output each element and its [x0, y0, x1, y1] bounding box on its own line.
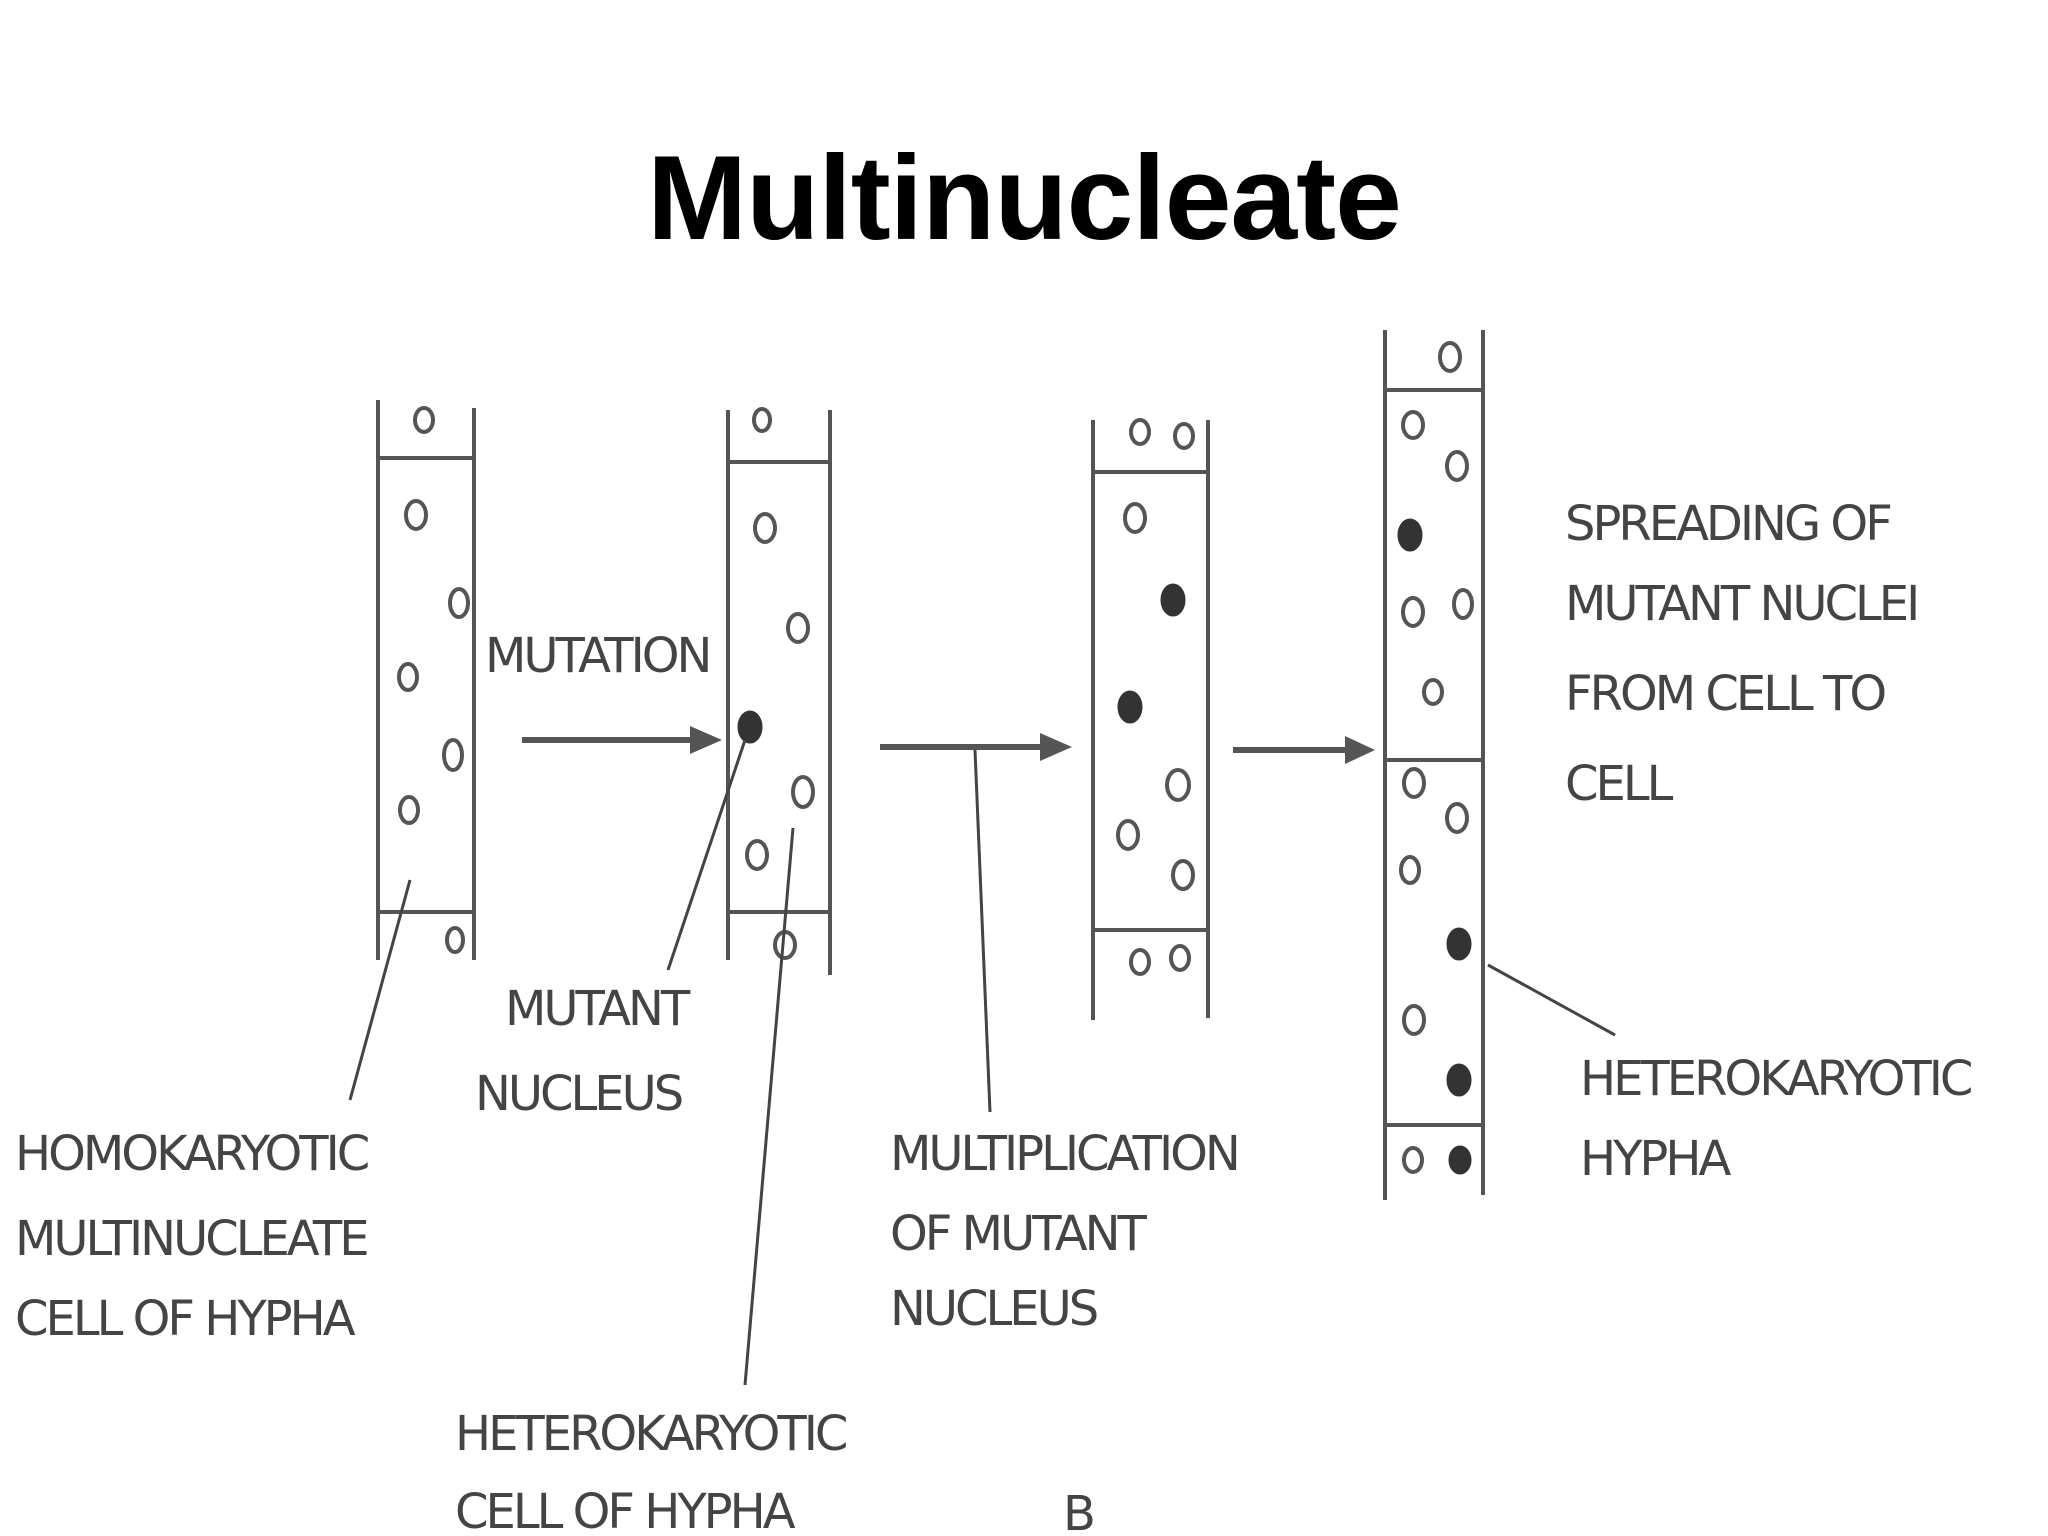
svg-text:MULTIPLICATION: MULTIPLICATION: [890, 1126, 1238, 1182]
mutant-nucleus-label: MUTANT NUCLEUS: [475, 981, 694, 1122]
svg-text:NUCLEUS: NUCLEUS: [890, 1281, 1097, 1337]
svg-text:MUTANT NUCLEI: MUTANT NUCLEI: [1565, 576, 1917, 632]
svg-text:MUTANT: MUTANT: [505, 981, 691, 1037]
svg-text:HOMOKARYOTIC: HOMOKARYOTIC: [15, 1126, 368, 1182]
svg-text:NUCLEUS: NUCLEUS: [475, 1066, 682, 1122]
spreading-arrow: [1233, 736, 1375, 764]
stage-1-homokaryotic-cell: [376, 400, 476, 960]
heterokaryotic-cell-label: HETEROKARYOTIC CELL OF HYPHA: [455, 1406, 849, 1536]
pointer-lines: [348, 739, 1616, 1386]
svg-text:FROM CELL TO: FROM CELL TO: [1565, 666, 1885, 722]
svg-text:MULTINUCLEATE: MULTINUCLEATE: [15, 1211, 367, 1267]
heterokaryotic-hypha-label: HETEROKARYOTIC HYPHA: [1580, 1051, 1974, 1187]
svg-text:CELL OF HYPHA: CELL OF HYPHA: [455, 1484, 796, 1536]
multiplication-arrow: [880, 733, 1072, 761]
panel-letter: B: [1063, 1486, 1093, 1536]
homokaryotic-cell-label: HOMOKARYOTIC MULTINUCLEATE CELL OF HYPHA: [15, 1126, 371, 1347]
stage-2-heterokaryotic-cell: [726, 407, 832, 975]
svg-text:HYPHA: HYPHA: [1580, 1131, 1731, 1187]
svg-text:HETEROKARYOTIC: HETEROKARYOTIC: [1580, 1051, 1971, 1107]
svg-text:SPREADING OF: SPREADING OF: [1565, 496, 1890, 552]
spreading-label: SPREADING OF MUTANT NUCLEI FROM CELL TO …: [1565, 496, 1920, 812]
multiplication-label: MULTIPLICATION OF MUTANT NUCLEUS: [890, 1126, 1241, 1337]
stage-4-heterokaryotic-hypha: [1383, 330, 1485, 1200]
slide-title: Multinucleate: [647, 131, 1402, 265]
stage-3-multiplication-cell: [1091, 418, 1210, 1020]
svg-text:CELL OF HYPHA: CELL OF HYPHA: [15, 1291, 356, 1347]
svg-text:HETEROKARYOTIC: HETEROKARYOTIC: [455, 1406, 846, 1462]
mutation-label: MUTATION: [485, 628, 709, 684]
svg-text:CELL: CELL: [1565, 756, 1674, 812]
mutation-arrow: [522, 726, 722, 754]
svg-text:OF MUTANT: OF MUTANT: [890, 1206, 1148, 1262]
